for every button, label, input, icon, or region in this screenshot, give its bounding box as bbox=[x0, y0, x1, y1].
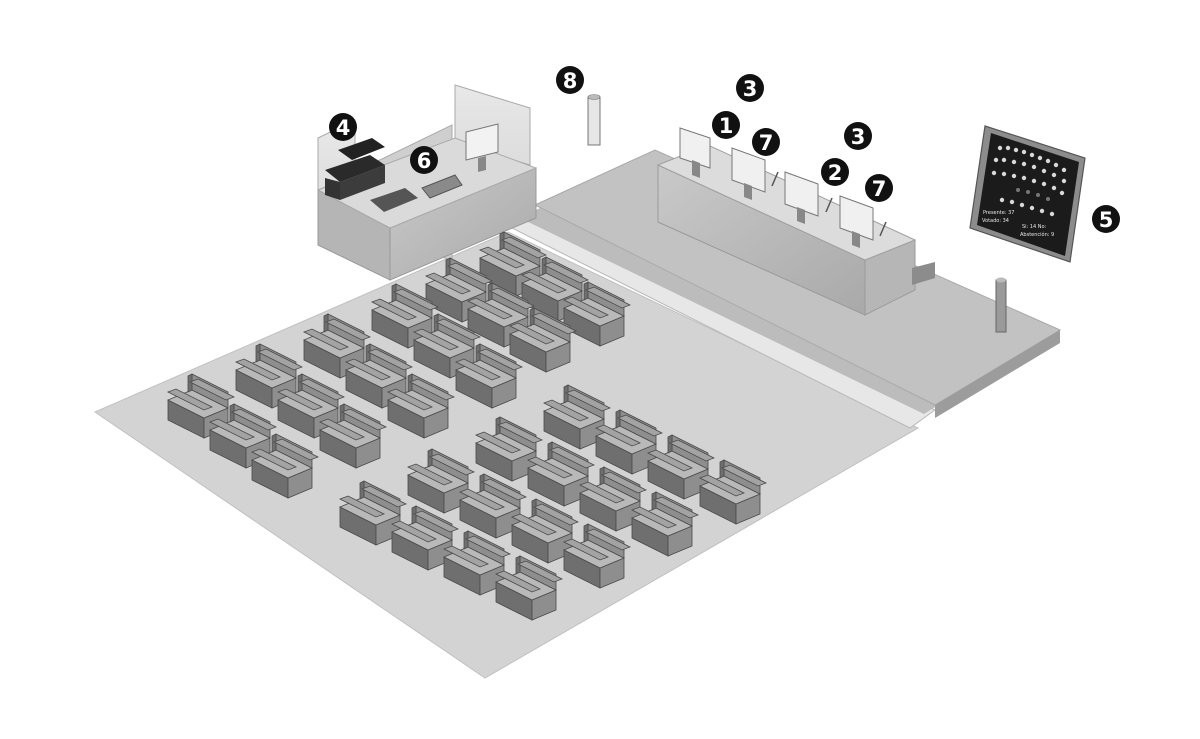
callout-3a-label: 3 bbox=[743, 77, 758, 101]
callout-6-label: 6 bbox=[417, 149, 432, 173]
audience-seat bbox=[579, 466, 647, 532]
audience-seat bbox=[455, 343, 523, 409]
display-seat-dots bbox=[991, 145, 1067, 217]
callout-7a: 7 bbox=[752, 128, 780, 156]
callout-2-label: 2 bbox=[828, 161, 843, 185]
callout-8-label: 8 bbox=[563, 69, 578, 93]
audience-seat bbox=[563, 281, 631, 347]
stage-column bbox=[995, 277, 1007, 333]
audience-seat bbox=[647, 434, 715, 500]
desk-monitor-2 bbox=[731, 147, 766, 200]
desk-microphone-3 bbox=[879, 221, 887, 237]
audience-seat bbox=[407, 448, 475, 514]
audience-seat bbox=[319, 403, 387, 469]
callout-3a: 3 bbox=[736, 74, 764, 102]
display-seat-dots-dim bbox=[1016, 188, 1050, 201]
audience-seat bbox=[277, 373, 345, 439]
callout-3b-label: 3 bbox=[851, 125, 866, 149]
audience-seat bbox=[495, 555, 563, 621]
display-line-3: Si: 14 No: bbox=[1022, 224, 1047, 230]
desk-monitor-3 bbox=[784, 171, 819, 224]
stage-platform-side bbox=[935, 330, 1060, 418]
callout-1: 1 bbox=[712, 111, 740, 139]
desk-microphone-1 bbox=[771, 171, 779, 187]
audience-seat bbox=[479, 231, 547, 297]
callout-5-label: 5 bbox=[1099, 208, 1114, 232]
callout-5: 5 bbox=[1092, 205, 1120, 233]
audience-seat bbox=[527, 441, 595, 507]
callout-7b-label: 7 bbox=[872, 177, 887, 201]
presidium-desk-wing bbox=[912, 262, 935, 285]
callout-7a-label: 7 bbox=[759, 131, 774, 155]
stage-step bbox=[520, 208, 940, 414]
audience-seat bbox=[459, 473, 527, 539]
audience-seat bbox=[543, 384, 611, 450]
display-line-2: Votado: 34 bbox=[982, 218, 1009, 224]
audience-seat bbox=[425, 257, 493, 323]
callout-4: 4 bbox=[329, 113, 357, 141]
audience-seat bbox=[387, 373, 455, 439]
voting-results-display: Presente: 37 Votado: 34 Si: 14 No: Abste… bbox=[969, 125, 1086, 263]
callout-7b: 7 bbox=[865, 174, 893, 202]
callout-8: 8 bbox=[556, 66, 584, 94]
display-line-4: Abstención: 9 bbox=[1020, 231, 1054, 238]
callout-4-label: 4 bbox=[336, 116, 351, 140]
display-line-1: Presente: 37 bbox=[983, 210, 1014, 216]
desk-microphone-2 bbox=[825, 197, 833, 213]
interpretation-column bbox=[587, 94, 601, 146]
audience-seat bbox=[563, 523, 631, 589]
callout-1-label: 1 bbox=[719, 114, 734, 138]
audience-seating bbox=[167, 231, 767, 621]
desk-monitor-4 bbox=[839, 195, 874, 248]
desk-monitor-1 bbox=[679, 127, 711, 178]
callout-2: 2 bbox=[821, 158, 849, 186]
callout-3b: 3 bbox=[844, 122, 872, 150]
audience-seat bbox=[509, 307, 577, 373]
audience-seat bbox=[475, 416, 543, 482]
audience-seat bbox=[699, 459, 767, 525]
callout-6: 6 bbox=[410, 146, 438, 174]
audience-seat bbox=[631, 491, 699, 557]
audience-seat bbox=[251, 433, 319, 499]
